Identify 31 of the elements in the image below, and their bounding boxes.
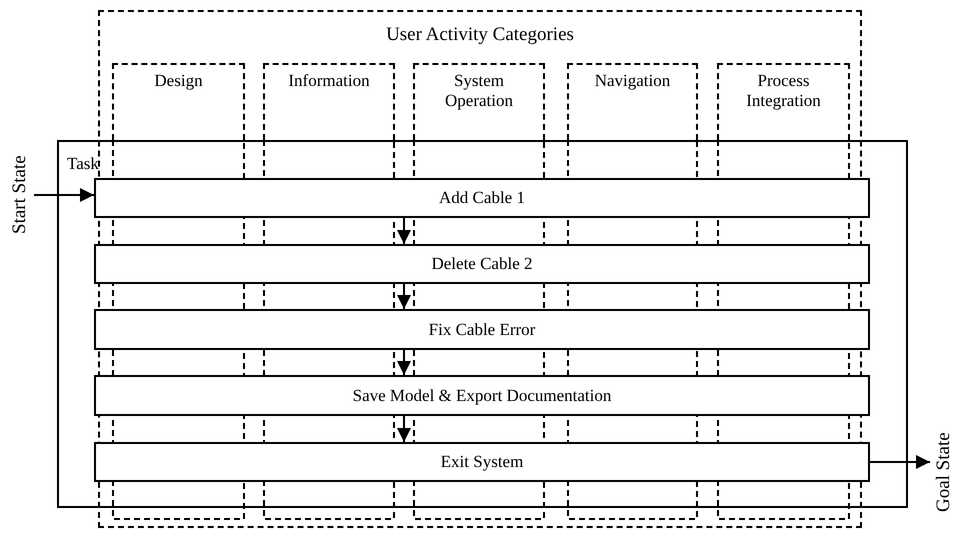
category-column	[717, 63, 850, 140]
category-column	[112, 63, 245, 140]
arrow	[397, 284, 411, 309]
step-box	[94, 244, 870, 284]
step-label: Delete Cable 2	[430, 254, 534, 274]
column-title: System Operation	[444, 71, 514, 112]
step-label: Fix Cable Error	[428, 319, 536, 340]
step-label: Add Cable 1	[438, 188, 526, 208]
category-column	[263, 63, 395, 140]
arrow	[397, 218, 411, 244]
column-title: Information	[287, 71, 371, 92]
column-title: Design	[153, 71, 204, 92]
category-column	[413, 63, 545, 140]
arrow	[397, 350, 411, 375]
step-box	[94, 309, 870, 350]
column-title: Navigation	[594, 71, 672, 92]
step-box	[94, 178, 870, 218]
group-title: User Activity Categories	[385, 24, 575, 47]
state-label: Start State	[6, 130, 34, 260]
task-title: Task	[67, 154, 99, 174]
column-title: Process Integration	[745, 71, 822, 112]
arrow	[870, 455, 930, 469]
step-label: Exit System	[440, 452, 524, 472]
state-label: Goal State	[930, 410, 958, 534]
task-box	[57, 140, 908, 508]
arrow	[34, 188, 94, 202]
step-box	[94, 375, 870, 416]
category-column	[567, 63, 698, 140]
step-box	[94, 442, 870, 482]
step-label: Save Model & Export Documentation	[352, 385, 612, 406]
arrow	[397, 416, 411, 442]
